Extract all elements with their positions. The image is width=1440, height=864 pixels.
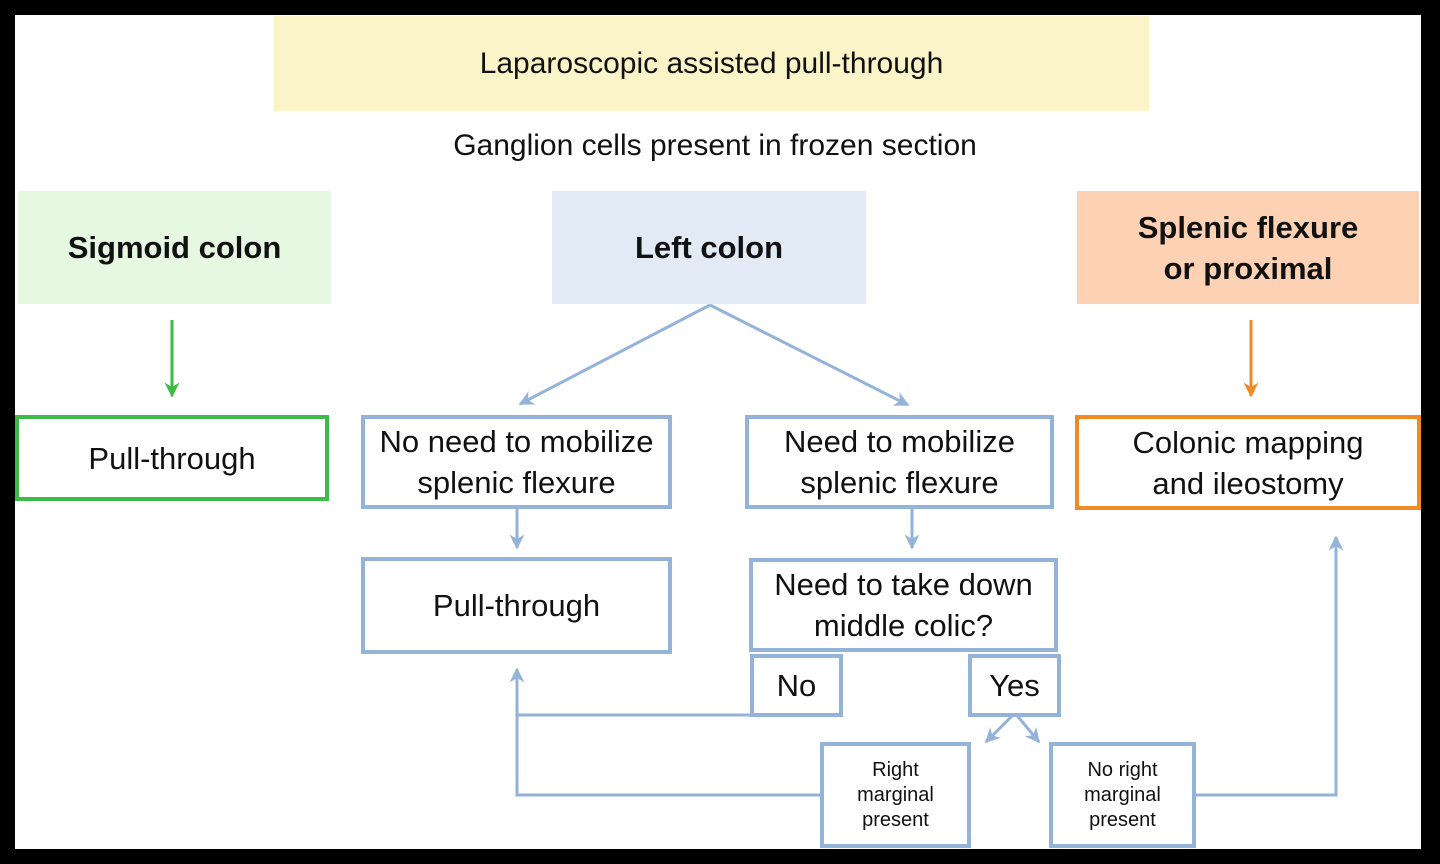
arrow-yes-to-no-right-marginal xyxy=(1013,712,1041,744)
node-middle-colic-line1: Need to take down xyxy=(774,567,1033,602)
arrow-left-to-need xyxy=(709,303,910,407)
node-need-line1: Need to mobilize xyxy=(784,424,1015,459)
node-right-marginal-line1: Right xyxy=(872,758,919,781)
node-middle-colic-question: Need to take down middle colic? xyxy=(749,558,1058,652)
category-splenic-line1: Splenic flexure xyxy=(1137,209,1359,245)
line-right-marginal-to-pullthrough xyxy=(515,715,821,797)
category-sigmoid-colon: Sigmoid colon xyxy=(18,191,331,304)
category-left-label: Left colon xyxy=(634,230,784,265)
title-text: Laparoscopic assisted pull-through xyxy=(479,46,944,80)
arrow-left-to-no-need xyxy=(518,303,711,406)
node-no-need-line2: splenic flexure xyxy=(417,465,616,500)
flowchart-canvas: Laparoscopic assisted pull-through Gangl… xyxy=(15,15,1421,849)
node-no-right-marginal-line3: present xyxy=(1089,808,1156,831)
node-mapping-line1: Colonic mapping xyxy=(1132,424,1364,460)
node-right-marginal-line2: marginal xyxy=(857,783,934,806)
connector-layer xyxy=(164,303,1344,797)
node-sigmoid-pull-through-label: Pull-through xyxy=(88,440,256,476)
node-colonic-mapping: Colonic mapping and ileostomy xyxy=(1075,415,1421,510)
decision-no-label: No xyxy=(776,668,817,703)
category-splenic-line2: or proximal xyxy=(1163,250,1333,286)
subtitle: Ganglion cells present in frozen section xyxy=(315,121,1115,171)
node-no-need-line1: No need to mobilize xyxy=(379,424,654,459)
node-need-to-mobilize: Need to mobilize splenic flexure xyxy=(745,415,1054,509)
decision-no: No xyxy=(750,654,843,717)
category-splenic-flexure: Splenic flexure or proximal xyxy=(1077,191,1419,304)
arrow-yes-to-right-marginal xyxy=(984,711,1017,744)
node-no-right-marginal-line2: marginal xyxy=(1084,783,1161,806)
title-banner: Laparoscopic assisted pull-through xyxy=(274,16,1149,111)
subtitle-text: Ganglion cells present in frozen section xyxy=(453,129,977,162)
arrow-no-to-pullthrough xyxy=(509,667,751,717)
node-middle-colic-line2: middle colic? xyxy=(813,608,994,643)
node-right-marginal-line3: present xyxy=(862,808,929,831)
node-no-need-to-mobilize: No need to mobilize splenic flexure xyxy=(361,415,672,509)
node-need-line2: splenic flexure xyxy=(800,465,999,500)
category-left-colon: Left colon xyxy=(552,191,866,304)
category-sigmoid-label: Sigmoid colon xyxy=(67,230,282,265)
decision-yes-label: Yes xyxy=(989,668,1040,703)
arrow-no-right-to-mapping xyxy=(1195,535,1344,797)
node-left-pull-through-label: Pull-through xyxy=(432,588,601,623)
node-mapping-line2: and ileostomy xyxy=(1152,465,1344,501)
node-no-right-marginal-present: No right marginal present xyxy=(1049,742,1196,848)
node-no-right-marginal-line1: No right xyxy=(1087,758,1158,781)
node-sigmoid-pull-through: Pull-through xyxy=(15,415,329,501)
node-right-marginal-present: Right marginal present xyxy=(820,742,971,848)
node-left-pull-through: Pull-through xyxy=(361,557,672,654)
decision-yes: Yes xyxy=(968,654,1061,717)
